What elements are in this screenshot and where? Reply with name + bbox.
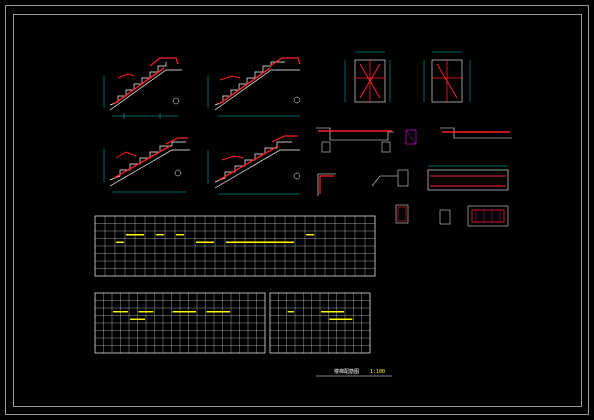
stair-detail-c [103,137,190,193]
rebar-schedule-upper [94,215,376,277]
drawing-scale: 1:100 [370,369,386,375]
stair-detail-d [207,135,301,195]
corner-section-1 [317,173,336,196]
beam-elevation [427,165,509,191]
drawing-title: 楼梯配筋图 [334,369,360,375]
beam-section-1 [316,127,394,153]
beam-section-hatched [467,205,509,227]
beam-section-2 [440,127,512,139]
column-section-small [395,204,409,224]
rebar-schedule-lower-left [94,292,266,354]
rebar-schedule-lower-right [269,292,371,354]
beam-section-small-a [439,209,451,225]
column-plan-1 [344,51,391,103]
outer-frame [5,5,589,415]
corner-section-2 [371,169,409,187]
column-plan-2 [423,51,471,103]
small-section-magenta [405,129,417,145]
stair-detail-a [103,57,182,119]
inner-frame [13,14,582,407]
stair-detail-b [207,57,301,117]
